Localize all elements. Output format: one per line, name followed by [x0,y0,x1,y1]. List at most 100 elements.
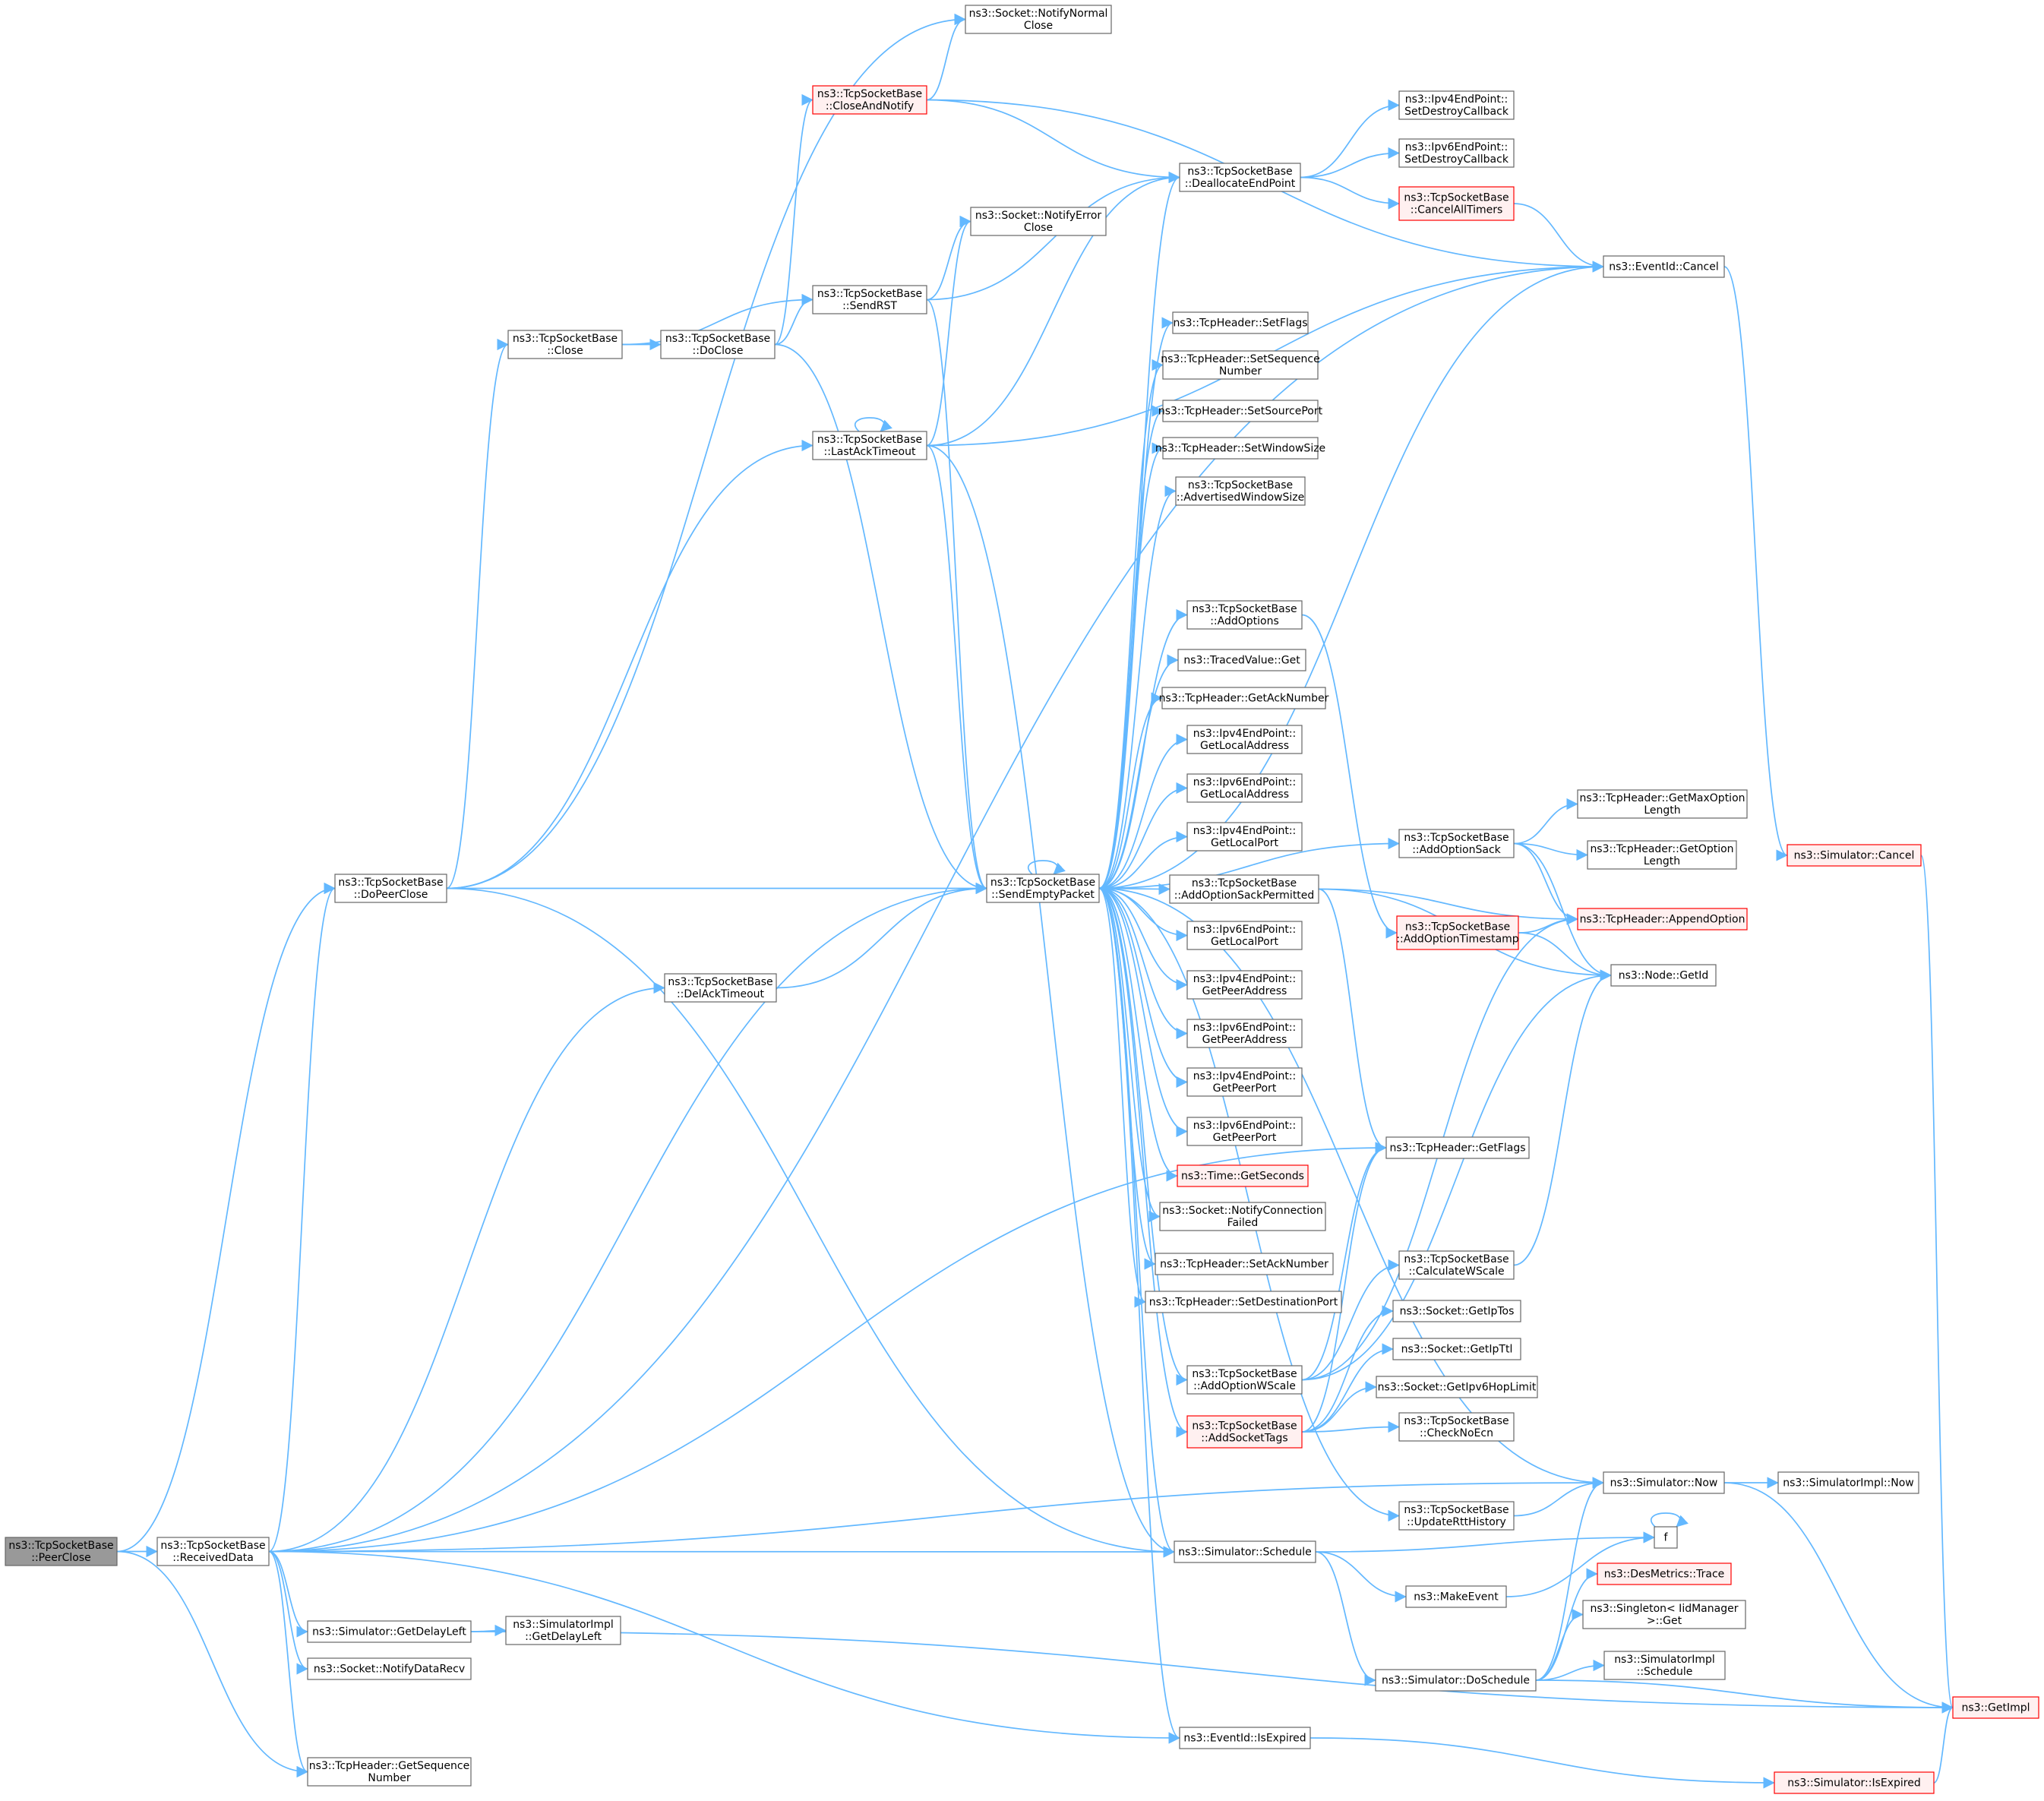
call-edge-sendemptypacket-to-ipv4getlocalport [1098,830,1188,889]
node-tracedvalueget[interactable]: ns3::TracedValue::Get [1177,649,1306,671]
node-lastacktimeout[interactable]: ns3::TcpSocketBase::LastAckTimeout [812,431,927,460]
node-cancelalltimers[interactable]: ns3::TcpSocketBase::CancelAllTimers [1398,186,1515,221]
node-label-line: ns3::Simulator::Cancel [1794,850,1915,862]
node-box [812,431,927,460]
node-simimplnow[interactable]: ns3::SimulatorImpl::Now [1777,1471,1919,1494]
node-simschedule[interactable]: ns3::Simulator::Schedule [1174,1540,1316,1563]
node-doclose[interactable]: ns3::TcpSocketBase::DoClose [660,330,776,359]
node-addoptionsackpermitted[interactable]: ns3::TcpSocketBase::AddOptionSackPermitt… [1169,874,1319,904]
node-addoptions[interactable]: ns3::TcpSocketBase::AddOptions [1186,600,1303,630]
node-checknoecn[interactable]: ns3::TcpSocketBase::CheckNoEcn [1398,1412,1515,1442]
node-label-line: ns3::Ipv6EndPoint:: [1405,141,1509,153]
node-ipv4setdestroy[interactable]: ns3::Ipv4EndPoint::SetDestroyCallback [1398,90,1515,120]
node-singletonget[interactable]: ns3::Singleton< IidManager >::Get [1582,1600,1746,1629]
node-addoptionwscale[interactable]: ns3::TcpSocketBase::AddOptionWScale [1186,1365,1303,1395]
node-label-line: ns3::Ipv6EndPoint:: [1193,776,1297,788]
node-peerclose[interactable]: ns3::TcpSocketBase::PeerClose [5,1537,118,1566]
node-box [1603,1651,1726,1680]
node-sendemptypacket[interactable]: ns3::TcpSocketBase::SendEmptyPacket [986,874,1100,903]
node-eventcancel[interactable]: ns3::EventId::Cancel [1603,255,1725,278]
node-getiptos[interactable]: ns3::Socket::GetIpTos [1392,1300,1521,1322]
node-getdelayleft[interactable]: ns3::Simulator::GetDelayLeft [307,1620,472,1643]
node-box [5,1537,118,1566]
node-timegetseconds[interactable]: ns3::Time::GetSeconds [1177,1164,1309,1187]
call-edge-simschedule-to-f [1315,1531,1655,1553]
node-desmetricstrace[interactable]: ns3::DesMetrics::Trace [1597,1562,1732,1585]
node-getflags[interactable]: ns3::TcpHeader::GetFlags [1385,1136,1530,1159]
node-ipv4getlocaladdress[interactable]: ns3::Ipv4EndPoint::GetLocalAddress [1186,725,1303,754]
node-label-line: ::DeallocateEndPoint [1185,178,1296,190]
node-box [812,285,927,314]
node-nodegetid[interactable]: ns3::Node::GetId [1610,964,1717,987]
node-setwindowsize[interactable]: ns3::TcpHeader::SetWindowSize [1155,437,1325,460]
call-edge-simschedule-to-simdoschedule [1315,1551,1376,1686]
node-setflags[interactable]: ns3::TcpHeader::SetFlags [1172,311,1309,334]
node-simcancel[interactable]: ns3::Simulator::Cancel [1787,844,1922,867]
node-ipv4getlocalport[interactable]: ns3::Ipv4EndPoint::GetLocalPort [1186,822,1303,852]
node-ipv6getlocaladdress[interactable]: ns3::Ipv6EndPoint::GetLocalAddress [1186,773,1303,803]
node-addoptionsack[interactable]: ns3::TcpSocketBase::AddOptionSack [1398,829,1515,858]
node-ipv6getlocalport[interactable]: ns3::Ipv6EndPoint::GetLocalPort [1186,921,1303,950]
node-simimplgetdelayleft[interactable]: ns3::SimulatorImpl::GetDelayLeft [505,1616,621,1645]
node-ipv4getpeerport[interactable]: ns3::Ipv4EndPoint::GetPeerPort [1186,1067,1303,1097]
node-getimpl[interactable]: ns3::GetImpl [1952,1696,2039,1719]
node-box [1186,773,1303,803]
node-ipv6getpeerport[interactable]: ns3::Ipv6EndPoint::GetPeerPort [1186,1117,1303,1146]
node-deallocateendpoint[interactable]: ns3::TcpSocketBase::DeallocateEndPoint [1179,163,1301,192]
node-label-line: ns3::TcpHeader::AppendOption [1580,914,1745,926]
node-addsockettags[interactable]: ns3::TcpSocketBase::AddSocketTags [1186,1415,1303,1449]
node-setdestinationport[interactable]: ns3::TcpHeader::SetDestinationPort [1145,1291,1342,1313]
node-getipttl[interactable]: ns3::Socket::GetIpTtl [1392,1338,1521,1360]
node-label-line: ns3::Singleton< IidManager [1591,1603,1739,1615]
node-box [1392,1338,1521,1360]
call-edge-eventisexpired-to-simisexpired [1309,1737,1775,1789]
node-label-line: ns3::TcpSocketBase [1188,479,1293,491]
node-notifydatarecv[interactable]: ns3::Socket::NotifyDataRecv [307,1657,472,1680]
node-ipv6getpeeraddress[interactable]: ns3::Ipv6EndPoint::GetPeerAddress [1186,1019,1303,1048]
node-label-line: ns3::Simulator::GetDelayLeft [312,1626,466,1638]
node-dopeerclose[interactable]: ns3::TcpSocketBase::DoPeerClose [334,874,447,903]
node-setacknumber[interactable]: ns3::TcpHeader::SetAckNumber [1155,1253,1334,1275]
node-makeevent[interactable]: ns3::MakeEvent [1405,1585,1507,1608]
node-closeandnotify[interactable]: ns3::TcpSocketBase::CloseAndNotify [812,85,927,115]
node-close[interactable]: ns3::TcpSocketBase::Close [507,330,623,359]
node-ipv6setdestroy[interactable]: ns3::Ipv6EndPoint::SetDestroyCallback [1398,138,1515,168]
node-simimplschedule[interactable]: ns3::SimulatorImpl::Schedule [1603,1651,1726,1680]
node-calculatewscale[interactable]: ns3::TcpSocketBase::CalculateWScale [1398,1250,1515,1280]
node-sendrst[interactable]: ns3::TcpSocketBase::SendRST [812,285,927,314]
node-label-line: ns3::Socket::NotifyDataRecv [314,1664,465,1676]
node-simnow[interactable]: ns3::Simulator::Now [1603,1471,1725,1494]
node-box [1162,437,1319,460]
node-setsourceport[interactable]: ns3::TcpHeader::SetSourcePort [1158,400,1323,422]
node-simdoschedule[interactable]: ns3::Simulator::DoSchedule [1375,1669,1537,1692]
node-advertisedwindowsize[interactable]: ns3::TcpSocketBase::AdvertisedWindowSize [1175,476,1306,506]
call-edge-receiveddata-to-delacktimeout [268,981,665,1553]
node-updaterttHistory[interactable]: ns3::TcpSocketBase::UpdateRttHistory [1398,1501,1515,1531]
node-simisexpired[interactable]: ns3::Simulator::IsExpired [1774,1771,1935,1794]
node-delacktimeout[interactable]: ns3::TcpSocketBase::DelAckTimeout [664,973,777,1003]
node-getacknumber[interactable]: ns3::TcpHeader::GetAckNumber [1159,687,1329,709]
node-label-line: GetPeerPort [1213,1082,1277,1095]
call-edge-calculatewscale-to-nodegetid [1513,969,1612,1266]
node-label-line: ns3::TcpSocketBase [1404,192,1509,204]
node-receiveddata[interactable]: ns3::TcpSocketBase::ReceivedData [156,1537,270,1566]
node-ipv4getpeeraddress[interactable]: ns3::Ipv4EndPoint::GetPeerAddress [1186,970,1303,1000]
node-getipv6hoplimit[interactable]: ns3::Socket::GetIpv6HopLimit [1376,1376,1538,1398]
node-eventisexpired[interactable]: ns3::EventId::IsExpired [1179,1727,1311,1749]
node-appendoption[interactable]: ns3::TcpHeader::AppendOption [1577,908,1748,931]
node-addoptiontimestamp[interactable]: ns3::TcpSocketBase::AddOptionTimestamp [1396,915,1519,950]
node-box [1396,915,1519,950]
call-edge-sendemptypacket-to-setwindowsize [1098,442,1164,889]
node-box [1186,600,1303,630]
node-label-line: ns3::Ipv4EndPoint:: [1405,93,1509,106]
node-label-line: ns3::DesMetrics::Trace [1604,1569,1725,1581]
node-f[interactable]: f [1654,1526,1678,1549]
call-edge-dopeerclose-to-close [446,339,509,889]
